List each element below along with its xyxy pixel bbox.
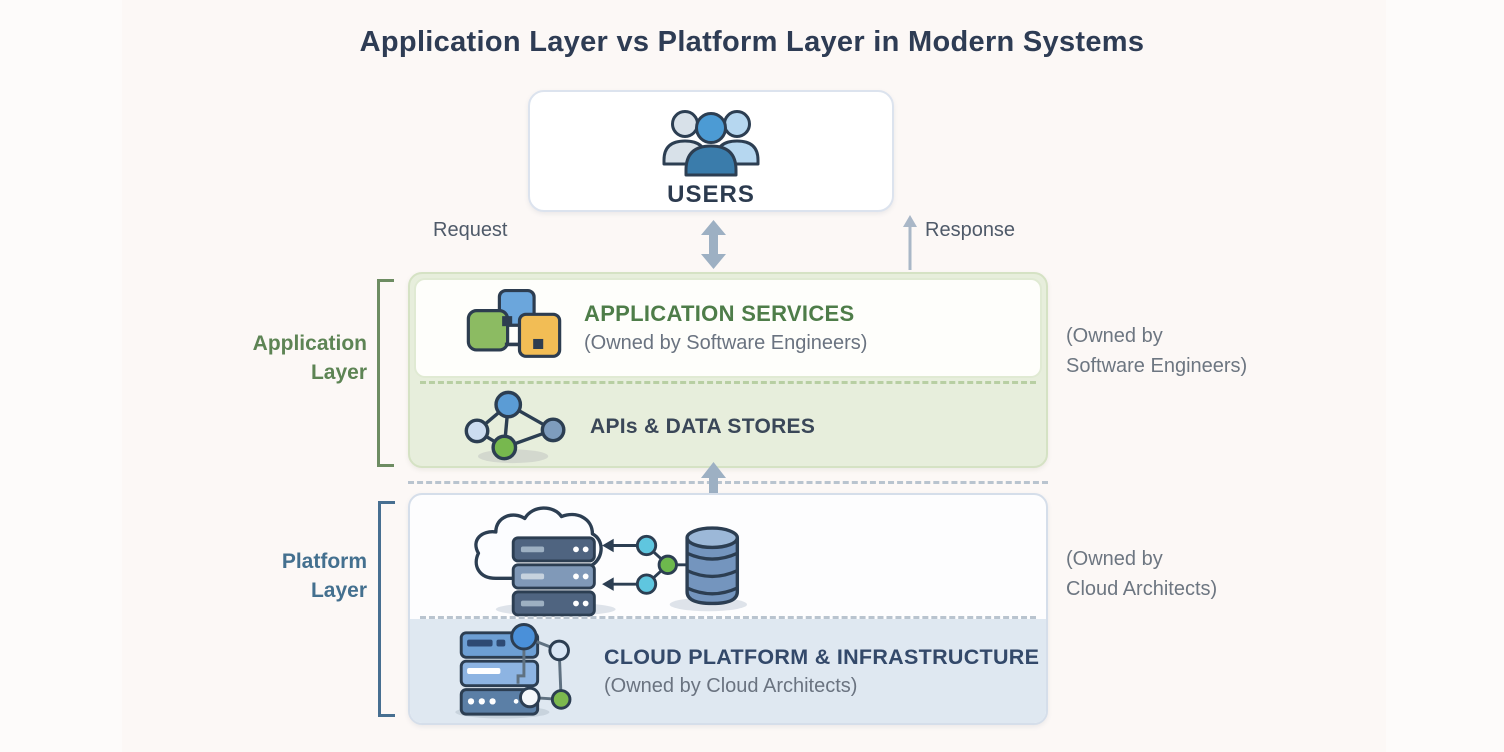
platform-layer-label: Platform Layer <box>281 550 367 602</box>
platform-owner-note: (Owned by Cloud Architects) <box>1066 548 1218 600</box>
cloud-servers-database-icon <box>474 506 747 617</box>
application-services-title: APPLICATION SERVICES <box>584 301 855 326</box>
users-box: USERS <box>528 90 894 212</box>
response-label: Response <box>925 219 1016 241</box>
application-layer-label: Application Layer <box>252 332 367 384</box>
users-label: USERS <box>667 181 755 208</box>
request-double-arrow-icon <box>701 220 726 269</box>
page-title: Application Layer vs Platform Layer in M… <box>359 26 1145 58</box>
application-layer-container: APPLICATION SERVICES (Owned by Software … <box>408 272 1048 468</box>
platform-layer-bracket <box>378 501 395 717</box>
left-margin <box>0 0 122 752</box>
server-rack-network-icon <box>455 623 572 719</box>
right-margin <box>1386 0 1504 752</box>
response-up-arrow-icon <box>903 215 917 270</box>
layer-divider <box>408 481 1048 484</box>
apis-data-stores-title: APIs & DATA STORES <box>590 415 816 438</box>
platform-layer-divider <box>420 616 1036 619</box>
network-nodes-icon <box>464 390 566 464</box>
application-services-box: APPLICATION SERVICES (Owned by Software … <box>414 278 1042 378</box>
application-layer-bracket <box>377 279 394 467</box>
application-owner-note: (Owned by Software Engineers) <box>1066 325 1248 377</box>
cloud-platform-title: CLOUD PLATFORM & INFRASTRUCTURE <box>604 644 1040 669</box>
users-icon <box>662 110 760 177</box>
cloud-platform-section: CLOUD PLATFORM & INFRASTRUCTURE (Owned b… <box>410 619 1046 723</box>
application-services-subtitle: (Owned by Software Engineers) <box>584 332 868 354</box>
platform-layer-container: CLOUD PLATFORM & INFRASTRUCTURE (Owned b… <box>408 493 1048 725</box>
modules-icon <box>466 288 562 358</box>
application-layer-divider <box>420 381 1036 384</box>
apis-data-stores-row: APIs & DATA STORES <box>410 386 1046 468</box>
cloud-platform-subtitle: (Owned by Cloud Architects) <box>604 674 858 697</box>
request-label: Request <box>433 219 508 241</box>
